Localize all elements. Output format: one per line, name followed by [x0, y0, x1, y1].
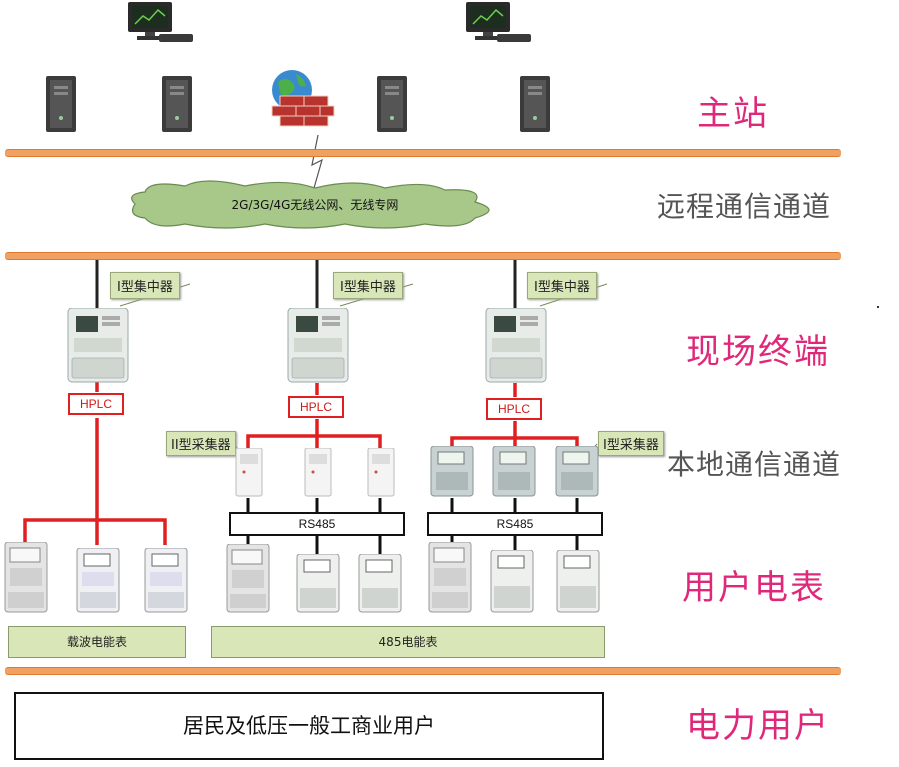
- label-power-users: 电力用户: [686, 706, 830, 746]
- rs485-meter: [296, 554, 340, 613]
- carrier-meter: [144, 548, 188, 613]
- label-master-station: 主站: [697, 94, 769, 134]
- concentrator-tag: I型集中器: [333, 272, 403, 299]
- firewall-icon: [271, 70, 335, 127]
- collector-device: [304, 448, 332, 497]
- rs485-meter: [226, 544, 270, 613]
- server-icon: [162, 76, 192, 132]
- collector-tag: II型采集器: [166, 431, 236, 456]
- rs485-wiring-3: [450, 498, 579, 552]
- collector-device: [235, 448, 263, 497]
- label-local-channel: 本地通信通道: [667, 448, 842, 481]
- carrier-meter: [76, 548, 120, 613]
- concentrator-tag: I型集中器: [527, 272, 597, 299]
- hplc-module: HPLC: [486, 398, 543, 420]
- users-box: 居民及低压一般工商业用户: [14, 692, 604, 760]
- concentrator-device: [287, 308, 349, 383]
- label-remote-channel: 远程通信通道: [657, 190, 832, 223]
- rs485-bus: RS485: [427, 512, 603, 536]
- hplc-module: HPLC: [68, 393, 125, 415]
- remote-bus: [5, 252, 841, 260]
- rs485-meter: [428, 542, 472, 613]
- rs485-meter: [358, 554, 402, 613]
- concentrator-device: [67, 308, 129, 383]
- rs485-meter-group: 485电能表: [211, 626, 605, 658]
- cloud-network: [131, 180, 490, 229]
- rs485-wiring-2: [246, 498, 382, 556]
- server-icon: [520, 76, 550, 132]
- collector-device: [367, 448, 395, 497]
- stray-dot: [877, 306, 879, 308]
- collector-meter-device: [492, 446, 536, 497]
- workstation-icon: [128, 2, 193, 42]
- concentrator-tag: I型集中器: [110, 272, 180, 299]
- server-icon: [377, 76, 407, 132]
- server-icon: [46, 76, 76, 132]
- collector-meter-device: [555, 446, 599, 497]
- master-bus: [5, 149, 841, 157]
- cloud-label: 2G/3G/4G无线公网、无线专网: [231, 198, 399, 212]
- carrier-meter: [4, 542, 48, 613]
- concentrator-device: [485, 308, 547, 383]
- workstation-icon: [466, 2, 531, 42]
- hplc-wiring-3: [450, 383, 579, 450]
- label-user-meters: 用户电表: [682, 568, 826, 608]
- rs485-meter: [556, 550, 600, 613]
- carrier-meter-group: 载波电能表: [8, 626, 186, 658]
- label-field-terminal: 现场终端: [686, 332, 830, 372]
- collector-tag: I型采集器: [598, 431, 664, 456]
- rs485-meter: [490, 550, 534, 613]
- collector-meter-device: [430, 446, 474, 497]
- user-bus: [5, 667, 841, 675]
- rs485-bus: RS485: [229, 512, 405, 536]
- hplc-module: HPLC: [288, 396, 345, 418]
